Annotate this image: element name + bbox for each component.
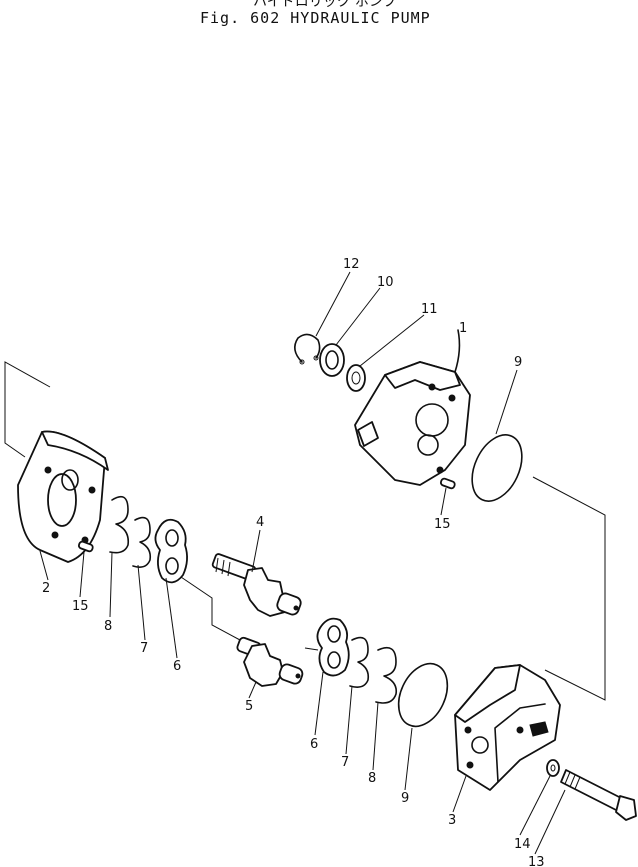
callout-15-right: 15 [434,517,451,532]
callout-5: 5 [245,699,253,714]
part-15-dowel-pin-right [439,477,456,490]
leader-lines [39,271,566,855]
part-3-gear-case [454,664,561,791]
diagram-subtitle-jp: ハイドロリック ポンプ [253,0,397,10]
callout-13: 13 [528,855,545,867]
part-10-oil-seal [319,343,345,377]
part-6-bushing-right [304,617,350,677]
callout-7-right: 7 [341,755,349,770]
callout-labels: 12 10 11 1 9 15 4 2 15 8 7 6 5 6 7 8 9 3… [42,257,545,867]
callout-10: 10 [377,275,394,290]
part-9-o-ring-right [397,662,449,728]
callout-9-top: 9 [514,355,522,370]
callout-6-right: 6 [310,737,318,752]
callout-4: 4 [256,515,264,530]
part-5-driven-gear [236,636,304,687]
callout-8-right: 8 [368,771,376,786]
callout-12: 12 [343,257,360,272]
callout-6-left: 6 [173,659,181,674]
part-9-o-ring-top [471,434,523,502]
part-15-dowel-pin-left [77,540,94,553]
part-7-backup-ring-right [349,636,370,688]
callout-2: 2 [42,581,50,596]
callout-11: 11 [421,302,438,317]
part-1-front-cover [354,329,471,486]
part-8-seal-right [375,646,398,704]
part-13-bolt [560,769,637,821]
part-4-drive-gear [211,553,302,617]
part-8-seal-left [109,495,130,554]
part-6-bushing-left [154,518,188,584]
part-11-ring [346,364,366,392]
part-2-flange-plate [17,430,109,563]
part-7-backup-ring-left [132,516,152,568]
callout-8-left: 8 [104,619,112,634]
part-12-snap-ring [294,333,321,365]
callout-15-left: 15 [72,599,89,614]
callout-14: 14 [514,837,531,852]
callout-9-bottom: 9 [401,791,409,806]
part-14-washer [546,759,560,777]
callout-3: 3 [448,813,456,828]
callout-7-left: 7 [140,641,148,656]
diagram-title: Fig. 602 HYDRAULIC PUMP [200,9,431,27]
callout-1: 1 [459,321,467,336]
assembly-frame-lines [4,361,606,701]
